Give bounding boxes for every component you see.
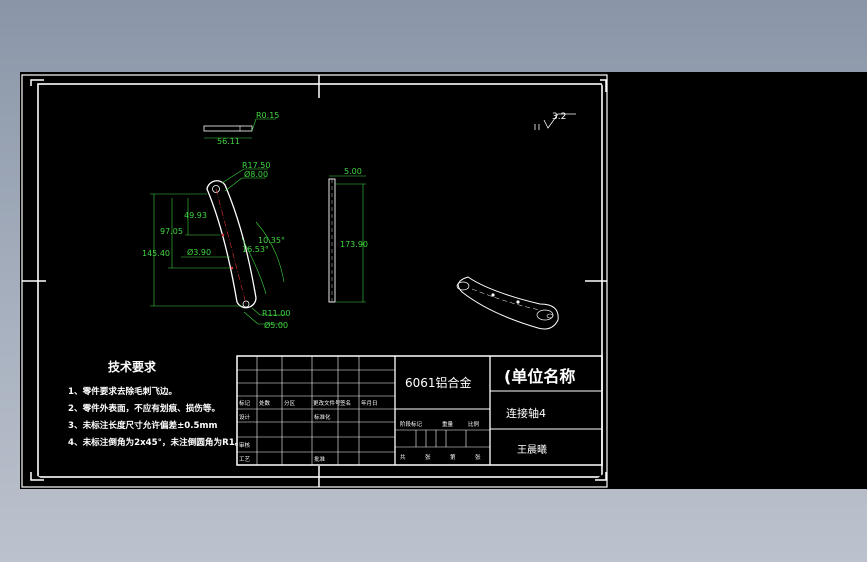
approve-label: 批准 bbox=[314, 455, 326, 463]
drawing-canvas[interactable]: R0.15 56.11 bbox=[20, 72, 610, 489]
side-panel bbox=[610, 72, 867, 489]
surface-finish-value: 3.2 bbox=[552, 112, 566, 122]
dim-phi500: Ø5.00 bbox=[264, 320, 288, 330]
sheet-index-label: 第 bbox=[450, 453, 456, 461]
dim-r015: R0.15 bbox=[256, 111, 279, 120]
dim-9705: 97.05 bbox=[160, 227, 183, 236]
cad-drawing: R0.15 56.11 bbox=[21, 74, 608, 488]
rev-label-5: 年月日 bbox=[361, 399, 378, 407]
technical-notes: 技术要求 1、零件要求去除毛刺飞边。 2、零件外表面，不应有划痕、损伤等。 3、… bbox=[68, 359, 243, 448]
dim-angle-1653: 16.53° bbox=[242, 245, 269, 254]
scale-label: 比例 bbox=[468, 420, 480, 428]
front-view-part: R17.50 Ø8.00 49.93 97.05 145.40 Ø3.90 10… bbox=[142, 161, 290, 330]
designer-text: 王晨曦 bbox=[517, 443, 547, 456]
iso-view-part bbox=[456, 276, 559, 330]
std-label: 标准化 bbox=[314, 413, 331, 421]
dim-5611: 56.11 bbox=[217, 137, 240, 146]
dim-14540: 145.40 bbox=[142, 249, 170, 258]
sheet-total-unit: 张 bbox=[425, 453, 431, 461]
rev-label-3: 更改文件号 bbox=[313, 399, 341, 407]
rev-label-4: 签名 bbox=[340, 399, 351, 407]
material-text: 6061铝合金 bbox=[405, 375, 472, 390]
dim-17390: 173.90 bbox=[340, 240, 368, 249]
rev-label-1: 处数 bbox=[259, 399, 271, 407]
title-block bbox=[236, 355, 603, 466]
dim-500: 5.00 bbox=[344, 167, 362, 176]
note-3: 3、未标注长度尺寸允许偏差±0.5mm bbox=[68, 419, 217, 431]
dim-r1100: R11.00 bbox=[262, 309, 290, 318]
note-4: 4、未标注倒角为2x45°，未注倒圆角为R1。 bbox=[68, 436, 243, 448]
dim-angle-1035: 10.35° bbox=[258, 236, 285, 245]
notes-title: 技术要求 bbox=[108, 359, 157, 374]
part-name-text: 连接轴4 bbox=[506, 406, 546, 420]
surface-finish-symbol bbox=[534, 113, 576, 130]
dim-phi800: Ø8.00 bbox=[244, 169, 268, 179]
rev-label-0: 标记 bbox=[239, 399, 251, 407]
company-text: (单位名称 bbox=[504, 367, 575, 386]
weight-label: 重量 bbox=[442, 420, 454, 428]
corner-marks bbox=[22, 75, 607, 487]
side-view-part: 5.00 173.90 bbox=[328, 167, 368, 303]
stage-label: 阶段标记 bbox=[400, 420, 423, 428]
top-view-part: R0.15 56.11 bbox=[203, 111, 279, 146]
dim-4993: 49.93 bbox=[184, 211, 207, 220]
rev-label-2: 分区 bbox=[284, 399, 296, 407]
note-2: 2、零件外表面，不应有划痕、损伤等。 bbox=[68, 402, 220, 414]
title-block-labels: 标记 处数 分区 更改文件号 签名 年月日 设计 审核 工艺 标准化 批准 阶段… bbox=[239, 399, 481, 463]
row-label-design: 设计 bbox=[239, 413, 251, 421]
row-label-process: 工艺 bbox=[239, 456, 251, 463]
dim-phi390: Ø3.90 bbox=[187, 247, 211, 257]
note-1: 1、零件要求去除毛刺飞边。 bbox=[68, 385, 177, 397]
row-label-review: 审核 bbox=[239, 441, 251, 449]
dim-r1750: R17.50 bbox=[242, 161, 270, 170]
sheet-total-label: 共 bbox=[400, 453, 406, 461]
sheet-index-unit: 张 bbox=[475, 453, 481, 461]
